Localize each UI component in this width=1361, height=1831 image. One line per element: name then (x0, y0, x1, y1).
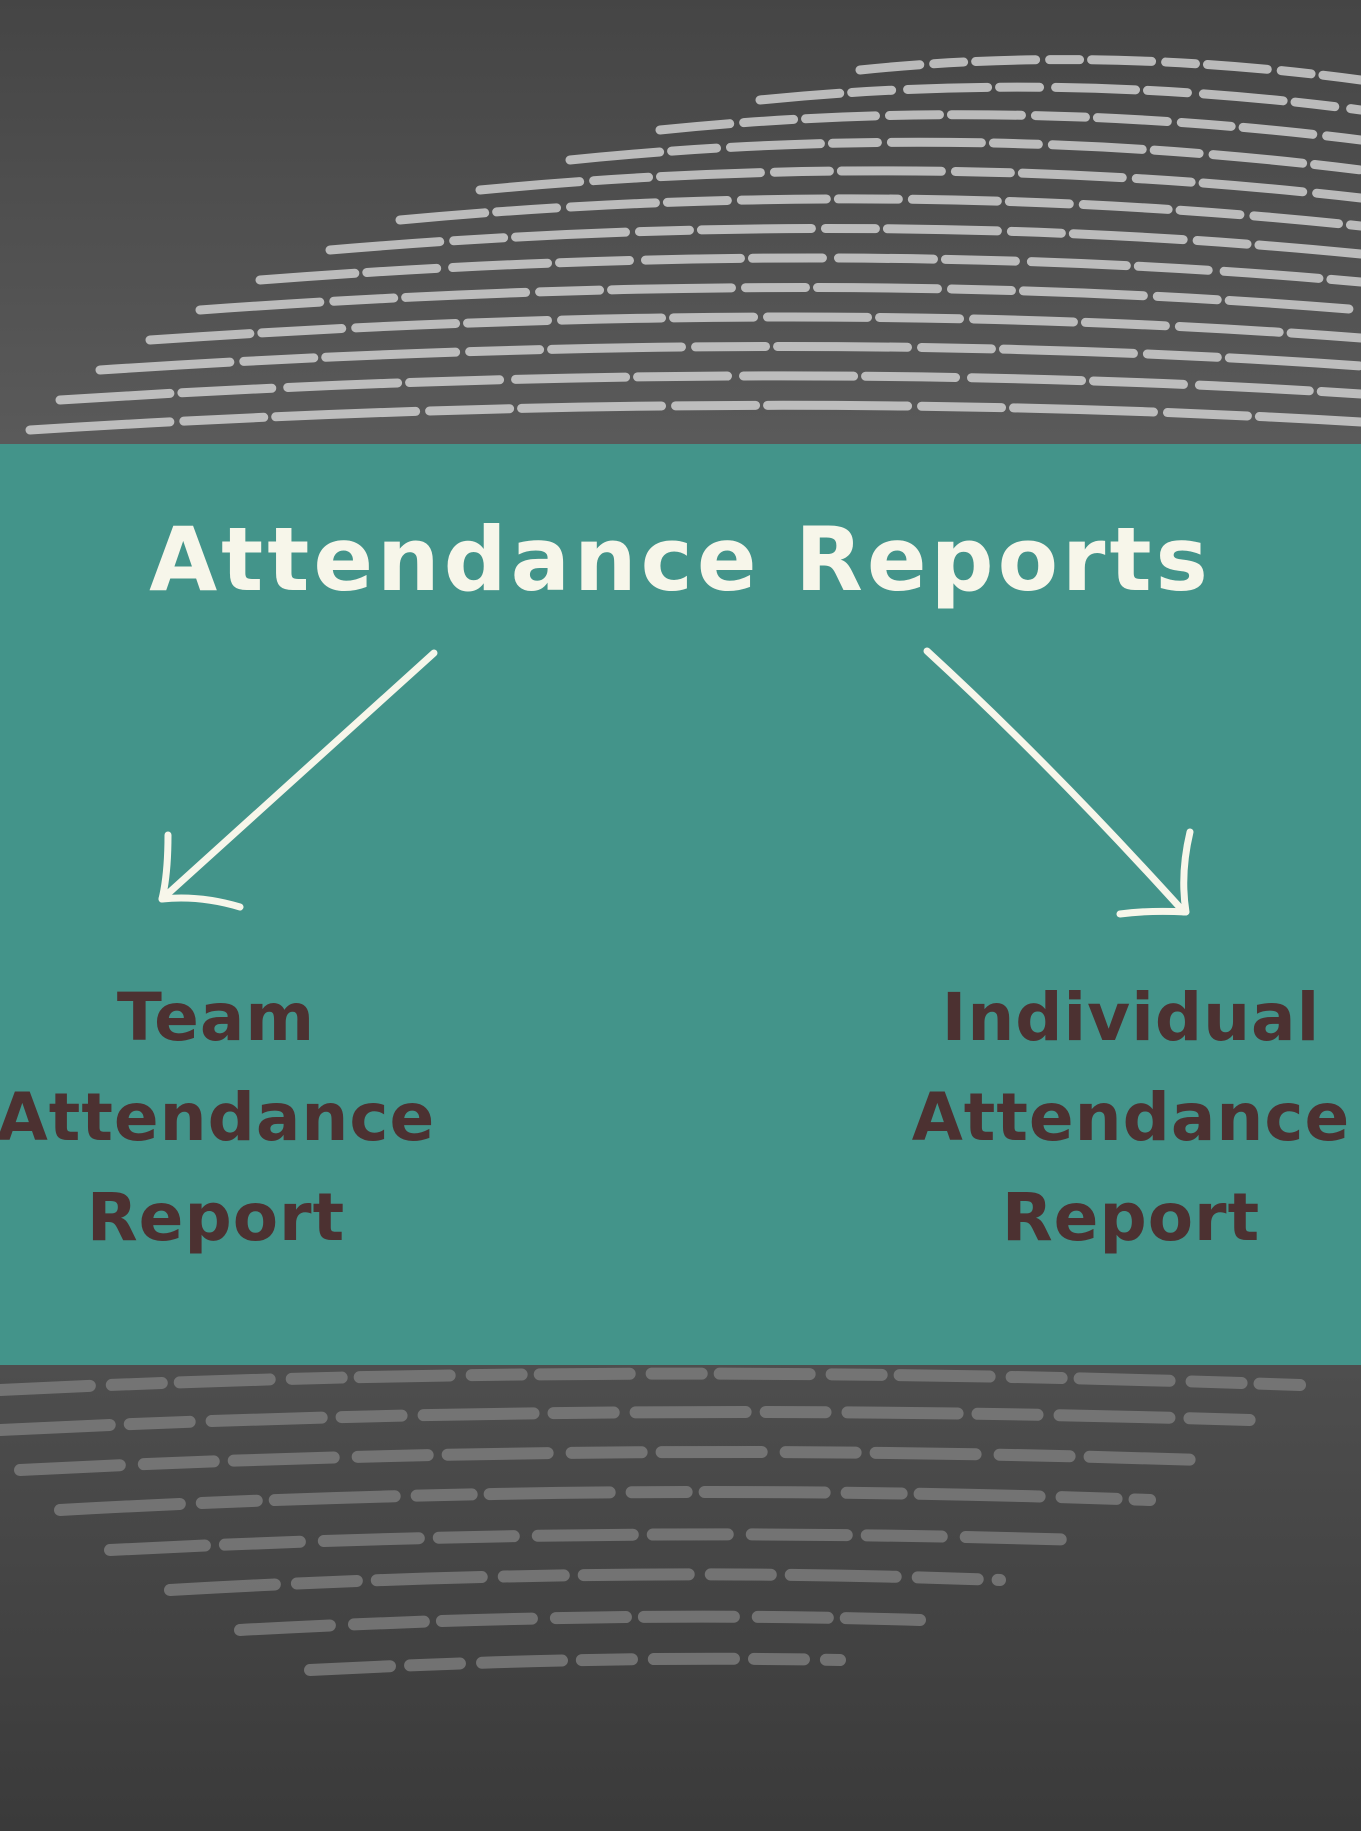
node-individual-line-1: Individual (941, 979, 1321, 1056)
diagram-title: Attendance Reports (149, 508, 1212, 611)
node-team-line-1: Team (116, 979, 316, 1056)
arrow-to-team (158, 649, 438, 911)
node-team-attendance-report: Team Attendance Report (0, 968, 476, 1268)
fingerprint-background-top (0, 0, 1361, 444)
arrows (158, 647, 1194, 918)
arrow-to-individual (923, 647, 1194, 918)
node-team-line-2: Attendance (0, 1079, 436, 1156)
node-individual-line-3: Report (1001, 1179, 1261, 1256)
node-team-line-3: Report (86, 1179, 346, 1256)
node-individual-line-2: Attendance (911, 1079, 1351, 1156)
node-individual-attendance-report: Individual Attendance Report (871, 968, 1361, 1268)
fingerprint-background-bottom (0, 1365, 1361, 1831)
